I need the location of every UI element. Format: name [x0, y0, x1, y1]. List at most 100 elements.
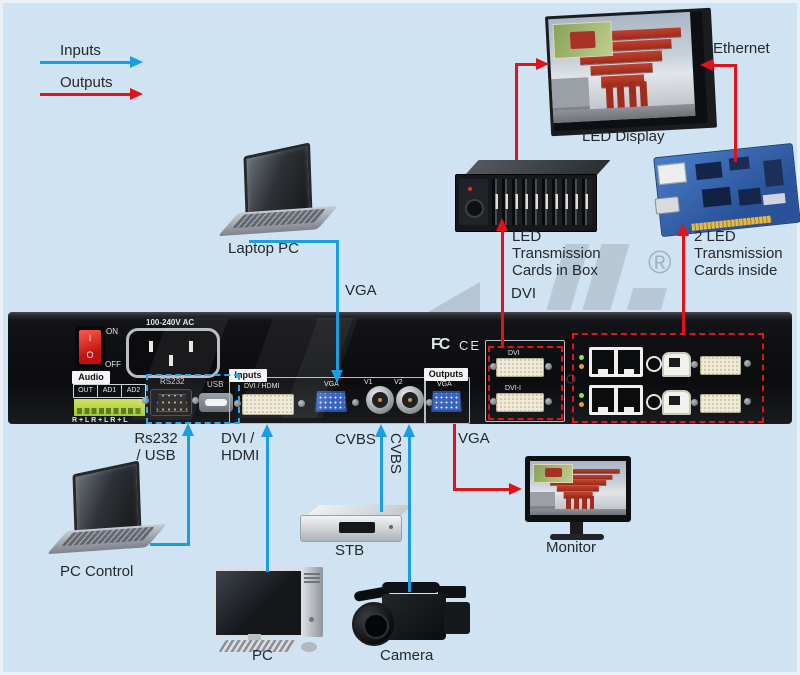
rs232-label: RS232 — [160, 377, 185, 386]
stb-button — [389, 525, 393, 529]
power-off-label: OFF — [105, 360, 121, 369]
outputs-section-label: Outputs — [424, 368, 468, 381]
cvbs-camera-label: CVBS — [387, 433, 404, 474]
pip-inset-image — [532, 463, 574, 483]
led-transmission-card-image — [653, 142, 800, 238]
pip-content — [569, 30, 596, 49]
audio-terminal-label: R + L R + L R + L — [72, 417, 128, 424]
round-connector — [646, 394, 662, 410]
screw — [490, 363, 497, 370]
rj45-ports-row1 — [589, 347, 643, 377]
stb-display-window — [339, 522, 375, 533]
pavilion-bar — [590, 62, 654, 76]
pc-monitor-stand — [248, 634, 261, 641]
card-connectors — [492, 194, 592, 209]
pc-tower-image — [301, 567, 323, 637]
stb-cvbs-line — [380, 437, 383, 512]
usb-slot — [205, 399, 227, 406]
screw — [298, 400, 305, 407]
pavilion-bar — [536, 468, 620, 474]
stb-label: STB — [335, 542, 365, 559]
rj45-card-line — [682, 236, 685, 334]
box-top-face — [465, 160, 611, 175]
rj45-ports-row2 — [589, 385, 643, 415]
pavilion-column — [566, 495, 572, 509]
v1-port-label: V1 — [364, 379, 373, 386]
pccontrol-line-h — [150, 543, 190, 546]
led-cards-box-image — [455, 160, 611, 232]
power-led — [468, 187, 472, 191]
pavilion-column — [589, 495, 595, 509]
audio-section-label: Audio — [72, 371, 110, 384]
voltage-label: 100-240V AC — [146, 318, 195, 327]
v2-port-label: V2 — [394, 379, 403, 386]
stb-image — [300, 515, 402, 542]
status-led-orange — [579, 364, 584, 369]
camera-image — [352, 580, 472, 648]
pc-control-image — [46, 460, 168, 560]
monitor-screen-image — [530, 461, 626, 515]
status-led-green — [579, 393, 584, 398]
pip-content — [544, 468, 562, 478]
legend-outputs-arrow — [40, 93, 132, 96]
status-led-green — [579, 355, 584, 360]
card-chip — [738, 187, 762, 206]
dvi-hdmi-connector — [242, 394, 294, 415]
rj45-port — [618, 350, 640, 374]
laptop-vga-arrowhead-icon — [331, 370, 343, 383]
box-psu-section — [459, 179, 488, 225]
v1-bnc-connector — [366, 386, 394, 414]
v2-bnc-connector — [396, 386, 424, 414]
rj45-port — [592, 350, 614, 374]
audio-out-label: OUT — [73, 384, 98, 398]
screw — [691, 361, 698, 368]
pavilion-column — [639, 80, 648, 107]
terminal-pins — [77, 408, 142, 414]
vga-laptop-label: VGA — [345, 282, 377, 299]
panel-hole — [566, 374, 576, 384]
rj45-card-arrowhead-icon — [677, 223, 689, 236]
led-display-label: LED Display — [582, 128, 665, 145]
legend-inputs-arrowhead-icon — [130, 56, 143, 68]
camera-label: Camera — [380, 647, 434, 664]
pc-label: PC — [252, 647, 273, 664]
vga-monitor-arrowhead-icon — [509, 483, 522, 495]
box-knob — [465, 199, 484, 218]
dvi-out-module-box — [485, 340, 565, 422]
rj45-port — [618, 388, 640, 412]
laptop-pc-label: Laptop PC — [228, 240, 299, 257]
ethernet-out-dashed-box — [572, 333, 764, 423]
ac-pin — [169, 355, 173, 366]
vga-monitor-label: VGA — [458, 430, 490, 447]
laptop-vga-line-v — [336, 240, 339, 372]
vga-in-port-label: VGA — [324, 381, 339, 388]
watermark-shape — [626, 288, 668, 310]
card-chip — [701, 186, 732, 208]
box-display-arrowhead-icon — [536, 58, 549, 70]
rs232-usb-label: Rs232/ USB — [134, 430, 178, 464]
pc-dvi-line — [266, 437, 269, 572]
screw — [426, 399, 433, 406]
camera-lens — [352, 602, 396, 646]
usb-port — [199, 393, 233, 412]
dvi-port-row2 — [700, 394, 741, 413]
camera-cvbs-arrowhead-icon — [403, 424, 415, 437]
dvi-i-out-port-label: DVI-I — [505, 385, 521, 392]
legend-inputs-arrow — [40, 61, 132, 64]
dvi-hdmi-label: DVI /HDMI — [221, 430, 260, 464]
pc-mouse-image — [301, 642, 317, 652]
box-display-line-v — [515, 63, 518, 160]
camera-handle — [382, 582, 440, 593]
stb-cvbs-arrowhead-icon — [375, 424, 387, 437]
pavilion-column — [616, 81, 626, 108]
usb-label: USB — [207, 380, 224, 389]
pavilion-building — [530, 492, 555, 509]
monitor-stand — [570, 522, 583, 535]
led-display-image — [544, 7, 718, 137]
pccontrol-arrowhead-icon — [182, 423, 194, 436]
card-chip — [728, 156, 750, 171]
audio-ad2-label: AD2 — [121, 384, 146, 398]
